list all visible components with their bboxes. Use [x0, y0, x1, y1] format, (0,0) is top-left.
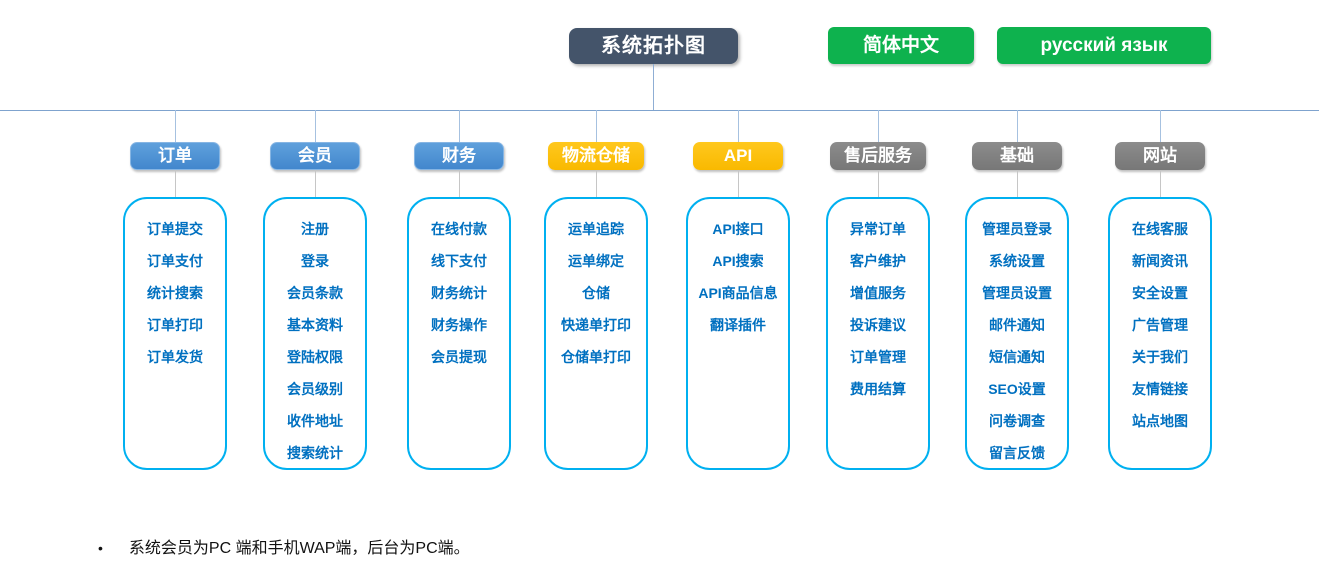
- connector-stub-top: [314, 110, 316, 142]
- footnote-text: 系统会员为PC 端和手机WAP端，后台为PC端。: [128, 540, 470, 557]
- column-box: 在线付款线下支付财务统计财务操作会员提现: [407, 197, 511, 470]
- connector-stub-top: [458, 110, 460, 142]
- menu-item[interactable]: 新闻资讯: [1132, 253, 1188, 269]
- connector-horizontal-line: [0, 110, 1319, 111]
- menu-item[interactable]: 订单打印: [147, 317, 203, 333]
- column-header-3[interactable]: 物流仓储: [548, 142, 644, 170]
- connector-stub-bottom: [458, 170, 460, 197]
- menu-item[interactable]: API搜索: [712, 253, 764, 269]
- topology-column: 售后服务 异常订单客户维护增值服务投诉建议订单管理费用结算: [823, 110, 933, 470]
- menu-item[interactable]: 财务操作: [431, 317, 487, 333]
- column-box: 在线客服新闻资讯安全设置广告管理关于我们友情链接站点地图: [1108, 197, 1212, 470]
- menu-item[interactable]: API商品信息: [698, 285, 778, 301]
- topology-column: 物流仓储 运单追踪运单绑定仓储快递单打印仓储单打印: [541, 110, 651, 470]
- connector-stub-bottom: [1159, 170, 1161, 197]
- connector-title-line: [653, 64, 654, 110]
- menu-item[interactable]: 会员提现: [431, 349, 487, 365]
- column-header-2[interactable]: 财务: [414, 142, 504, 170]
- menu-item[interactable]: 登录: [301, 253, 329, 269]
- menu-item[interactable]: 增值服务: [850, 285, 906, 301]
- menu-item[interactable]: 短信通知: [989, 349, 1045, 365]
- menu-item[interactable]: 收件地址: [287, 413, 343, 429]
- connector-stub-bottom: [1016, 170, 1018, 197]
- menu-item[interactable]: 订单管理: [850, 349, 906, 365]
- column-header-0[interactable]: 订单: [130, 142, 220, 170]
- topology-column: 财务 在线付款线下支付财务统计财务操作会员提现: [404, 110, 514, 470]
- connector-stub-bottom: [174, 170, 176, 197]
- menu-item[interactable]: 会员条款: [287, 285, 343, 301]
- menu-item[interactable]: 安全设置: [1132, 285, 1188, 301]
- connector-stub-bottom: [595, 170, 597, 197]
- connector-stub-top: [737, 110, 739, 142]
- menu-item[interactable]: 财务统计: [431, 285, 487, 301]
- menu-item[interactable]: 运单追踪: [568, 221, 624, 237]
- menu-item[interactable]: 运单绑定: [568, 253, 624, 269]
- menu-item[interactable]: 异常订单: [850, 221, 906, 237]
- column-header-7[interactable]: 网站: [1115, 142, 1205, 170]
- connector-stub-bottom: [877, 170, 879, 197]
- menu-item[interactable]: 基本资料: [287, 317, 343, 333]
- menu-item[interactable]: 管理员登录: [982, 221, 1052, 237]
- menu-item[interactable]: 仓储单打印: [561, 349, 631, 365]
- lang-button-simplified-chinese[interactable]: 简体中文: [828, 27, 974, 64]
- column-header-6[interactable]: 基础: [972, 142, 1062, 170]
- topology-column: 基础 管理员登录系统设置管理员设置邮件通知短信通知 SEO设置问卷调查留言反馈: [962, 110, 1072, 470]
- menu-item[interactable]: API接口: [712, 221, 764, 237]
- menu-item[interactable]: 快递单打印: [561, 317, 631, 333]
- column-box: 异常订单客户维护增值服务投诉建议订单管理费用结算: [826, 197, 930, 470]
- menu-item[interactable]: 注册: [301, 221, 329, 237]
- menu-item[interactable]: 翻译插件: [710, 317, 766, 333]
- connector-stub-bottom: [737, 170, 739, 197]
- topology-column: 订单 订单提交订单支付统计搜索订单打印订单发货: [120, 110, 230, 470]
- column-header-1[interactable]: 会员: [270, 142, 360, 170]
- menu-item[interactable]: 友情链接: [1132, 381, 1188, 397]
- lang-button-russian[interactable]: русский язык: [997, 27, 1211, 64]
- connector-stub-top: [595, 110, 597, 142]
- page-title: 系统拓扑图: [569, 28, 738, 64]
- connector-stub-top: [1016, 110, 1018, 142]
- menu-item[interactable]: 会员级别: [287, 381, 343, 397]
- column-box: 管理员登录系统设置管理员设置邮件通知短信通知 SEO设置问卷调查留言反馈: [965, 197, 1069, 470]
- connector-stub-top: [877, 110, 879, 142]
- menu-item[interactable]: 仓储: [582, 285, 610, 301]
- connector-stub-top: [174, 110, 176, 142]
- menu-item[interactable]: 订单发货: [147, 349, 203, 365]
- menu-item[interactable]: 统计搜索: [147, 285, 203, 301]
- menu-item[interactable]: 在线客服: [1132, 221, 1188, 237]
- menu-item[interactable]: 订单支付: [147, 253, 203, 269]
- menu-item[interactable]: 问卷调查: [989, 413, 1045, 429]
- menu-item[interactable]: 关于我们: [1132, 349, 1188, 365]
- menu-item[interactable]: 系统设置: [989, 253, 1045, 269]
- column-box: 运单追踪运单绑定仓储快递单打印仓储单打印: [544, 197, 648, 470]
- menu-item[interactable]: 线下支付: [431, 253, 487, 269]
- menu-item[interactable]: 在线付款: [431, 221, 487, 237]
- menu-item[interactable]: 站点地图: [1132, 413, 1188, 429]
- column-box: 订单提交订单支付统计搜索订单打印订单发货: [123, 197, 227, 470]
- menu-item[interactable]: 客户维护: [850, 253, 906, 269]
- menu-item[interactable]: 搜索统计: [287, 445, 343, 461]
- topology-column: 网站 在线客服新闻资讯安全设置广告管理关于我们友情链接站点地图: [1105, 110, 1215, 470]
- footnote: • 系统会员为PC 端和手机WAP端，后台为PC端。: [98, 534, 470, 558]
- menu-item[interactable]: 留言反馈: [989, 445, 1045, 461]
- column-header-4[interactable]: API: [693, 142, 783, 170]
- menu-item[interactable]: 广告管理: [1132, 317, 1188, 333]
- connector-stub-bottom: [314, 170, 316, 197]
- menu-item[interactable]: SEO设置: [988, 381, 1046, 397]
- menu-item[interactable]: 管理员设置: [982, 285, 1052, 301]
- menu-item[interactable]: 投诉建议: [850, 317, 906, 333]
- bullet-icon: •: [98, 540, 103, 556]
- column-box: API接口 API搜索 API商品信息翻译插件: [686, 197, 790, 470]
- menu-item[interactable]: 订单提交: [147, 221, 203, 237]
- connector-stub-top: [1159, 110, 1161, 142]
- topology-column: 会员 注册登录会员条款基本资料登陆权限会员级别收件地址搜索统计: [260, 110, 370, 470]
- menu-item[interactable]: 登陆权限: [287, 349, 343, 365]
- column-header-5[interactable]: 售后服务: [830, 142, 926, 170]
- column-box: 注册登录会员条款基本资料登陆权限会员级别收件地址搜索统计: [263, 197, 367, 470]
- topology-column: API API接口 API搜索 API商品信息翻译插件: [683, 110, 793, 470]
- menu-item[interactable]: 费用结算: [850, 381, 906, 397]
- menu-item[interactable]: 邮件通知: [989, 317, 1045, 333]
